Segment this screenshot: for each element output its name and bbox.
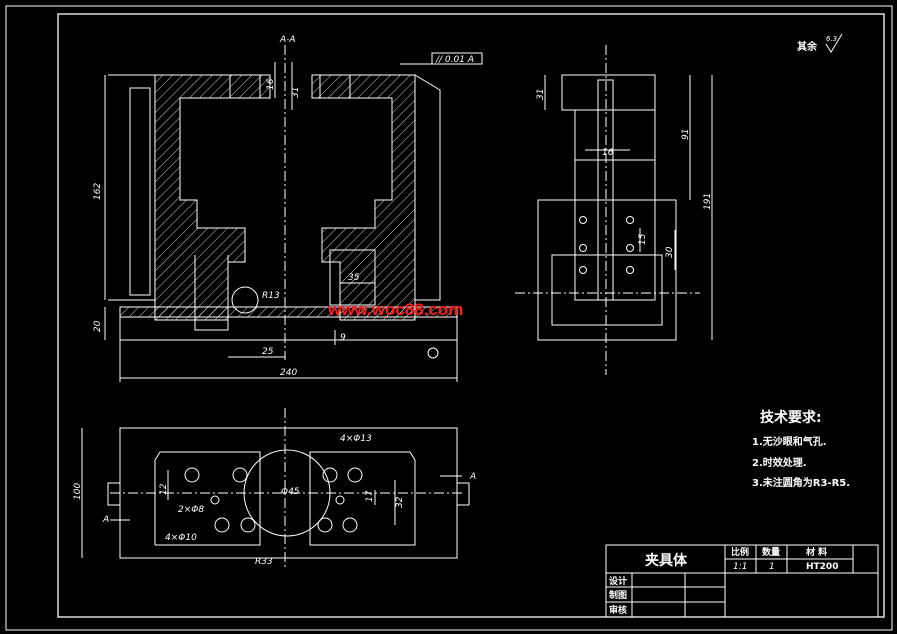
side-dim-hole-30: 30 xyxy=(665,246,675,258)
dim-offset-25: 25 xyxy=(262,347,274,357)
dim-slot-16: 16 xyxy=(266,78,276,90)
dim-slot-35: 35 xyxy=(348,273,360,283)
material-label: 材 料 xyxy=(805,546,827,558)
qty-label: 数量 xyxy=(762,546,780,558)
top-view xyxy=(81,408,470,570)
material-value: HT200 xyxy=(806,562,838,572)
tech-req-item-1: 1.无沙眼和气孔. xyxy=(752,435,827,448)
side-dim-top-31: 31 xyxy=(536,89,546,100)
side-dim-hole-15: 15 xyxy=(638,233,648,245)
scale-value: 1:1 xyxy=(733,562,747,572)
dim-length-total: 240 xyxy=(280,368,297,378)
tech-req-item-3: 3.未注圆角为R3-R5. xyxy=(752,476,850,489)
side-dim-width-16: 16 xyxy=(602,148,614,158)
part-name: 夹具体 xyxy=(645,552,688,569)
dim-slot-31: 31 xyxy=(291,87,301,98)
side-dim-height-91: 91 xyxy=(681,129,691,140)
roughness-note: 其余 xyxy=(797,40,818,53)
dim-base-height: 20 xyxy=(93,320,103,332)
scale-label: 比例 xyxy=(731,546,749,558)
section-marker-a-right: A xyxy=(469,472,476,482)
dim-radius: R13 xyxy=(262,291,280,301)
qty-value: 1 xyxy=(769,562,775,572)
side-view xyxy=(515,45,713,375)
row-draw: 制图 xyxy=(609,589,627,601)
top-dim-d17: 17 xyxy=(365,490,375,502)
top-dim-r33: R33 xyxy=(255,557,273,567)
top-dim-holes-2x8: 2×Φ8 xyxy=(178,505,204,515)
tech-req-title: 技术要求: xyxy=(760,409,822,426)
outer-border xyxy=(5,5,893,631)
front-section-view xyxy=(104,45,483,382)
row-check: 审核 xyxy=(609,604,627,616)
tolerance-frame-text: // 0.01 A xyxy=(435,55,474,65)
watermark: www.woc88.com xyxy=(327,300,463,319)
inner-border xyxy=(57,13,885,618)
top-dim-holes-4x13: 4×Φ13 xyxy=(340,434,372,444)
section-marker-a-left: A xyxy=(102,515,109,525)
tech-req-item-2: 2.时效处理. xyxy=(752,456,807,469)
dim-gap-9: 9 xyxy=(340,333,346,343)
side-dim-height-191: 191 xyxy=(703,193,713,210)
dim-height-total: 162 xyxy=(93,183,103,200)
title-block xyxy=(605,544,879,618)
top-dim-holes-4x10: 4×Φ10 xyxy=(165,533,197,543)
roughness-icon xyxy=(825,33,843,53)
section-label: A-A xyxy=(279,35,296,45)
roughness-value: 6.3 xyxy=(826,35,837,43)
top-dim-dia-45: Φ45 xyxy=(281,487,300,497)
top-dim-d32: 32 xyxy=(395,496,405,508)
top-dim-width-100: 100 xyxy=(73,483,83,500)
row-design: 设计 xyxy=(609,575,627,587)
top-dim-hole-12: 12 xyxy=(159,483,169,495)
